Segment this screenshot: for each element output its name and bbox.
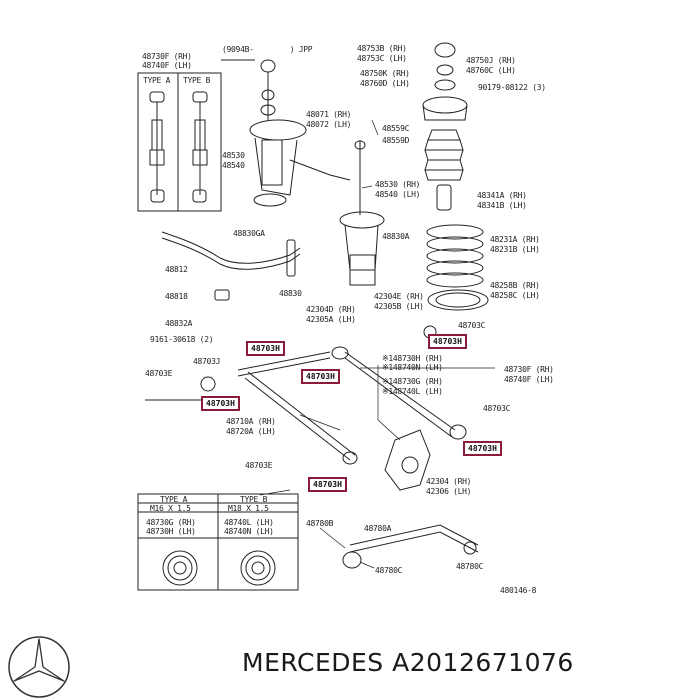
label-48341a: 48341A (RH) [477, 191, 527, 200]
lower-arm-shape [342, 524, 479, 569]
highlight-part-6[interactable]: 48703H [308, 477, 347, 492]
highlight-part-5[interactable]: 48703H [463, 441, 502, 456]
label-90179: 90179-08122 (3) [478, 83, 546, 92]
label-48720a: 48720A (LH) [226, 427, 276, 436]
label-48740f: 48740F (LH) [142, 61, 192, 70]
knuckle-shape [384, 429, 431, 491]
label-42306: 42306 (LH) [426, 487, 472, 496]
strut-inset-box [137, 72, 222, 212]
label-48540-lh: 48540 (LH) [375, 190, 421, 199]
control-arm-shapes [145, 325, 467, 465]
stabilizer-bar-shape [161, 231, 301, 264]
table-m18: M18 X 1.5 [228, 504, 269, 513]
label-48780c-right: 48780C [456, 562, 484, 571]
label-type-a: TYPE A [143, 76, 171, 85]
label-48760c: 48760C (LH) [466, 66, 516, 75]
label-48559d: 48559D [382, 136, 410, 145]
label-48530-rh: 48530 (RH) [375, 180, 421, 189]
label-type-b: TYPE B [183, 76, 211, 85]
table-type-a: TYPE A [160, 495, 188, 504]
part-number: A2012671076 [392, 648, 574, 677]
label-48753c: 48753C (LH) [357, 54, 407, 63]
label-48832a: 48832A [165, 319, 193, 328]
brand-part-title: MERCEDES A2012671076 [242, 648, 574, 677]
label-48703c-mid: 48703C [483, 404, 511, 413]
label-42305b: 42305B (LH) [374, 302, 424, 311]
label-48753b: 48753B (RH) [357, 44, 407, 53]
label-148730g: ※148730G (RH) [382, 377, 443, 386]
label-148730h: ※148730H (RH) [382, 354, 443, 363]
table-48740l: 48740L (LH) [224, 518, 274, 527]
label-48812: 48812 [165, 265, 188, 274]
brand-name: MERCEDES [242, 648, 384, 677]
strut-type-a-shape [149, 91, 165, 203]
label-48559c: 48559C [382, 124, 410, 133]
bushing-table-shape [137, 493, 299, 591]
label-48231b: 48231B (LH) [490, 245, 540, 254]
label-48703e-left: 48703E [145, 369, 173, 378]
label-48258b: 48258B (RH) [490, 281, 540, 290]
highlight-part-1[interactable]: 48703H [246, 341, 285, 356]
label-148740n: ※148740N (LH) [382, 363, 443, 372]
label-48703e-bottom: 48703E [245, 461, 273, 470]
label-48530-left: 48530 [222, 151, 245, 160]
table-m16: M16 X 1.5 [150, 504, 191, 513]
highlight-part-3[interactable]: 48703H [301, 369, 340, 384]
shock-absorber-shape [339, 140, 385, 286]
mercedes-star-icon [8, 636, 70, 698]
upper-mount-shape [422, 42, 468, 121]
table-48730h: 48730H (LH) [146, 527, 196, 536]
label-48818: 48818 [165, 292, 188, 301]
label-48780b: 48780B [306, 519, 334, 528]
coil-spring-shape [426, 224, 484, 288]
label-9161: 9161-30618 (2) [150, 335, 214, 344]
label-48258c: 48258C (LH) [490, 291, 540, 300]
table-48730g: 48730G (RH) [146, 518, 196, 527]
label-48730f: 48730F (RH) [142, 52, 192, 61]
highlight-part-2[interactable]: 48703H [428, 334, 467, 349]
table-type-b: TYPE B [240, 495, 268, 504]
label-48071: 48071 (RH) [306, 110, 352, 119]
label-48703j: 48703J [193, 357, 221, 366]
label-48740f-right: 48740F (LH) [504, 375, 554, 384]
label-48760d: 48760D (LH) [360, 79, 410, 88]
label-48780a: 48780A [364, 524, 392, 533]
diagram-drawing [137, 42, 495, 591]
label-42304: 42304 (RH) [426, 477, 472, 486]
label-48231a: 48231A (RH) [490, 235, 540, 244]
highlight-part-4[interactable]: 48703H [201, 396, 240, 411]
label-148740l: ※148740L (LH) [382, 387, 443, 396]
label-48830a: 48830A [382, 232, 410, 241]
table-48740n: 48740N (LH) [224, 527, 274, 536]
label-42304d: 42304D (RH) [306, 305, 356, 314]
label-48830ga: 48830GA [233, 229, 265, 238]
label-48750j: 48750J (RH) [466, 56, 516, 65]
label-90948: (9094B- ) JPP [222, 45, 313, 54]
label-48730f-right: 48730F (RH) [504, 365, 554, 374]
label-48750k: 48750K (RH) [360, 69, 410, 78]
label-48710a: 48710A (RH) [226, 417, 276, 426]
label-48072: 48072 (LH) [306, 120, 352, 129]
spring-seat-shape [427, 289, 489, 311]
left-strut-shape [249, 59, 351, 207]
label-48341b: 48341B (LH) [477, 201, 527, 210]
diagram-code: 480146-8 [500, 586, 537, 595]
label-48780c-left: 48780C [375, 566, 403, 575]
label-48703c-top: 48703C [458, 321, 486, 330]
label-48540-left: 48540 [222, 161, 245, 170]
bump-boot-shape [424, 129, 464, 211]
label-48830: 48830 [279, 289, 302, 298]
label-42304e: 42304E (RH) [374, 292, 424, 301]
leader-lines [259, 119, 495, 569]
label-42305a: 42305A (LH) [306, 315, 356, 324]
strut-type-b-shape [192, 91, 208, 203]
